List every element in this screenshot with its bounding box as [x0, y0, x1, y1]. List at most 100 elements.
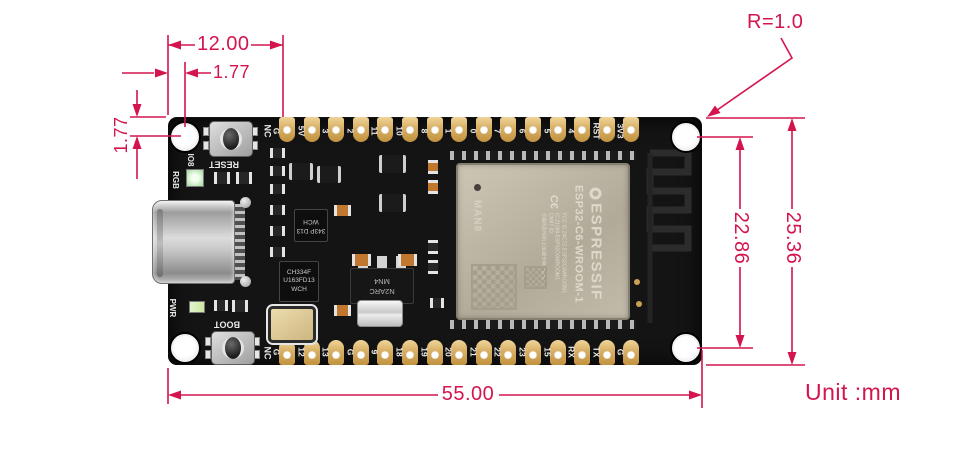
- pin-pad-bottom: TX: [591, 340, 615, 365]
- smd-capacitor: [236, 172, 252, 184]
- module-qr-code: [471, 264, 517, 310]
- module-model: ESP32-C6-WROOM-1: [572, 184, 585, 304]
- smd-capacitor: [270, 247, 285, 257]
- smd-resistor: [428, 160, 438, 174]
- pin-pad-top: 1: [443, 117, 467, 142]
- smd-capacitor: [270, 184, 285, 194]
- smd-transistor: [289, 163, 313, 180]
- pin-pad-top: 3V3: [615, 117, 639, 142]
- pin-pad-bottom: 20: [443, 340, 467, 365]
- usb-switch-chip-marking: CH334F: [286, 269, 312, 277]
- smd-resistor: [398, 254, 417, 266]
- pin-pad-top: 5V: [296, 117, 320, 142]
- module-datamatrix-code: [524, 266, 547, 289]
- pin-pad-bottom: 15: [542, 340, 566, 365]
- smd-capacitor: [270, 205, 285, 215]
- usb-c-solder-joint: [240, 276, 251, 287]
- smd-transistor: [379, 155, 406, 173]
- pin-pad-top: 10: [394, 117, 418, 142]
- dim-width-12: 12.00: [195, 33, 251, 55]
- pin-pad-top: 6: [517, 117, 541, 142]
- pin-pad-bottom: 12: [296, 340, 320, 365]
- pin-pad-top: 5: [542, 117, 566, 142]
- mounting-hole-top-right: [672, 123, 700, 151]
- smd-transistor: [317, 166, 341, 183]
- pin-pad-bottom: 9: [369, 340, 393, 365]
- pin-pad-bottom: G: [345, 340, 369, 365]
- ce-mark-icon: C€: [547, 194, 560, 209]
- pin-pad-top: 7: [492, 117, 516, 142]
- pin-pad-top: 8: [419, 117, 443, 142]
- dim-board-width: 55.00: [438, 384, 498, 404]
- dim-hole-offset-h: 1.77: [211, 62, 253, 82]
- cmiit-id: CMIIT ID:: [547, 212, 554, 235]
- usb-switch-chip-marking: U163FD13: [283, 277, 315, 285]
- usb-c-port: [152, 200, 235, 284]
- pin-pad-bottom: G: [615, 340, 639, 365]
- uart-chip-marking: 343P D13: [296, 226, 326, 234]
- io8-label: IO8: [186, 153, 195, 167]
- pin-label-nc-bottom: NC: [262, 346, 273, 360]
- pin-label-nc-top: NC: [262, 124, 273, 138]
- mounting-hole-top-left: [171, 123, 199, 151]
- power-led: [189, 301, 205, 313]
- pin-pad-bottom: 19: [419, 340, 443, 365]
- smd-capacitor: [214, 300, 228, 311]
- reset-label: RESET: [208, 159, 240, 170]
- pwr-label: PWR: [168, 298, 177, 318]
- module-brand-text: ESPRESSIF: [587, 203, 605, 301]
- smd-resistor: [334, 305, 351, 316]
- dim-board-height: 25.36: [782, 209, 804, 267]
- module-castellations-bottom: [450, 320, 636, 329]
- fcc-id: FCC ID:2AC7Z-ESP32C6WROOM1: [560, 212, 567, 294]
- smd-resistor: [334, 205, 351, 216]
- module-certifications: C€ FCC ID:2AC7Z-ESP32C6WROOM1 IC:21098-E…: [541, 166, 567, 323]
- module-batch-code: MAN8: [471, 199, 483, 233]
- dim-hole-offset-v: 1.77: [111, 113, 131, 157]
- boot-button: [211, 331, 255, 365]
- reset-button-cap: [220, 128, 242, 150]
- pin-pad-top: 11: [369, 117, 393, 142]
- pin-pad-top: 2: [345, 117, 369, 142]
- boot-label: BOOT: [214, 319, 240, 330]
- pin-pad-top: 0: [468, 117, 492, 142]
- smd-capacitor: [428, 260, 438, 274]
- mounting-hole-bottom-right: [672, 334, 700, 362]
- unit-label: Unit :mm: [803, 379, 903, 405]
- pin-pad-top: G: [271, 117, 295, 142]
- module-brand: ESPRESSIF: [588, 166, 605, 323]
- ic-id: IC:21098-ESP32C6WROOM1: [554, 212, 560, 280]
- antenna-via: [636, 301, 642, 307]
- usb-c-solder-joint: [240, 197, 251, 208]
- pin-pad-bottom: 13: [320, 340, 344, 365]
- smd-capacitor: [232, 300, 248, 312]
- module-castellations-top: [450, 151, 636, 160]
- pin-pad-top: 4: [566, 117, 590, 142]
- uart-chip: 343P D13 WCH: [294, 209, 328, 242]
- mounting-hole-bottom-left: [171, 334, 199, 362]
- smd-transistor: [379, 194, 406, 212]
- smd-capacitor: [214, 172, 230, 184]
- usb-switch-chip-marking: WCH: [291, 285, 307, 293]
- crystal: [268, 306, 316, 343]
- pin-pad-bottom: 18: [394, 340, 418, 365]
- pin-pad-top: RST: [591, 117, 615, 142]
- button-leg: [205, 337, 211, 346]
- uart-chip-marking: WCH: [303, 218, 319, 226]
- smd-capacitor: [428, 240, 438, 254]
- crystal-oscillator: [357, 300, 403, 327]
- boot-button-cap: [222, 337, 244, 359]
- button-leg: [203, 141, 209, 150]
- rgb-label: RGB: [171, 171, 180, 189]
- smd-capacitor: [270, 148, 285, 158]
- button-leg: [203, 127, 209, 136]
- pin-pad-bottom: 21: [468, 340, 492, 365]
- pcb-antenna: [646, 149, 692, 323]
- espressif-logo-icon: [589, 187, 602, 200]
- usb-switch-chip: CH334F U163FD13 WCH: [279, 261, 319, 302]
- pin-pad-bottom: 23: [517, 340, 541, 365]
- smd-capacitor: [430, 298, 444, 308]
- smd-capacitor: [270, 166, 285, 176]
- antenna-via: [634, 279, 640, 285]
